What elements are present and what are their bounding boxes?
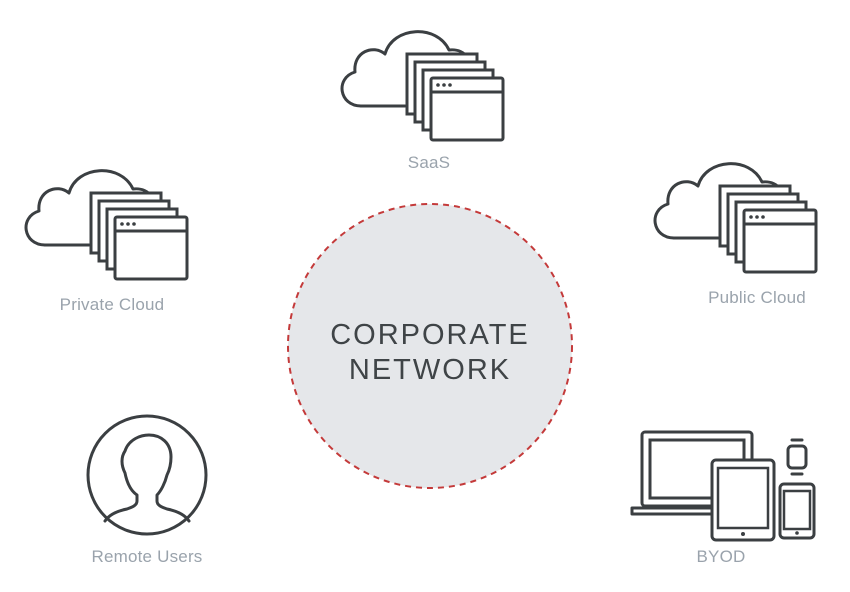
user-avatar-icon [85, 413, 210, 538]
core-title-line1: CORPORATE [330, 319, 530, 351]
byod-label: BYOD [696, 547, 746, 566]
public-cloud-label: Public Cloud [708, 288, 806, 307]
dashed-circle-icon [287, 203, 573, 489]
saas-label: SaaS [407, 153, 451, 172]
private-cloud-icon [17, 157, 192, 287]
corporate-network-circle: CORPORATE NETWORK [285, 201, 575, 491]
core-title-line2: NETWORK [348, 354, 512, 386]
public-cloud-icon [646, 150, 821, 280]
remote-users-label: Remote Users [91, 547, 203, 566]
saas-cloud-icon [333, 18, 508, 148]
private-cloud-label: Private Cloud [59, 295, 165, 314]
devices-icon [630, 428, 820, 543]
